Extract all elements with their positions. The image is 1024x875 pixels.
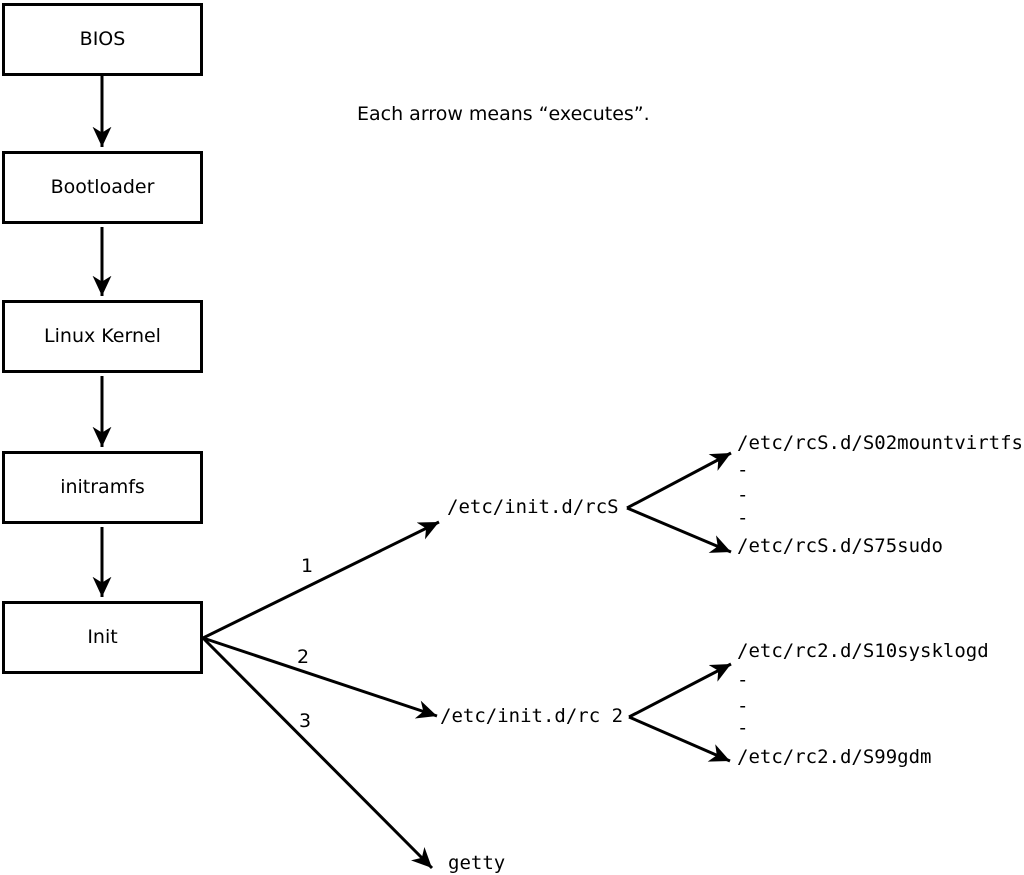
script-s75sudo: /etc/rcS.d/S75sudo xyxy=(737,535,943,557)
arrow-rcs-to-s75sudo xyxy=(626,506,732,554)
node-init: Init xyxy=(2,601,203,674)
ellipsis-dash: - xyxy=(737,717,749,739)
ellipsis-dash: - xyxy=(737,669,749,691)
arrow-label-1: 1 xyxy=(301,555,314,577)
text-etc-init-d-rcs: /etc/init.d/rcS xyxy=(447,496,619,518)
node-init-label: Init xyxy=(87,626,118,648)
node-bios: BIOS xyxy=(2,3,203,76)
arrow-rc2-to-s10sysklogd xyxy=(628,662,732,719)
arrow-init-to-rc2 xyxy=(202,636,438,719)
node-initramfs: initramfs xyxy=(2,451,203,524)
node-linux-kernel-label: Linux Kernel xyxy=(44,325,161,347)
script-s10sysklogd: /etc/rc2.d/S10sysklogd xyxy=(737,640,989,662)
ellipsis-dash: - xyxy=(737,695,749,717)
script-s99gdm: /etc/rc2.d/S99gdm xyxy=(737,746,932,768)
arrow-rc2-to-s99gdm xyxy=(628,715,731,763)
node-initramfs-label: initramfs xyxy=(60,476,145,498)
arrow-init-to-getty xyxy=(201,636,434,870)
node-bios-label: BIOS xyxy=(79,28,126,50)
node-bootloader: Bootloader xyxy=(2,151,203,224)
script-s02mountvirtfs: /etc/rcS.d/S02mountvirtfs xyxy=(737,432,1023,454)
node-bootloader-label: Bootloader xyxy=(50,176,155,198)
arrow-rcs-to-s02mountvirtfs xyxy=(626,451,732,510)
node-linux-kernel: Linux Kernel xyxy=(2,300,203,373)
ellipsis-dash: - xyxy=(737,459,749,481)
text-getty: getty xyxy=(448,852,506,874)
arrow-label-3: 3 xyxy=(299,710,312,732)
ellipsis-dash: - xyxy=(737,507,749,529)
arrow-label-2: 2 xyxy=(297,646,310,668)
legend-caption: Each arrow means “executes”. xyxy=(357,103,650,125)
arrow-init-to-rcs xyxy=(202,520,440,640)
text-etc-init-d-rc2: /etc/init.d/rc 2 xyxy=(440,705,624,727)
ellipsis-dash: - xyxy=(737,484,749,506)
